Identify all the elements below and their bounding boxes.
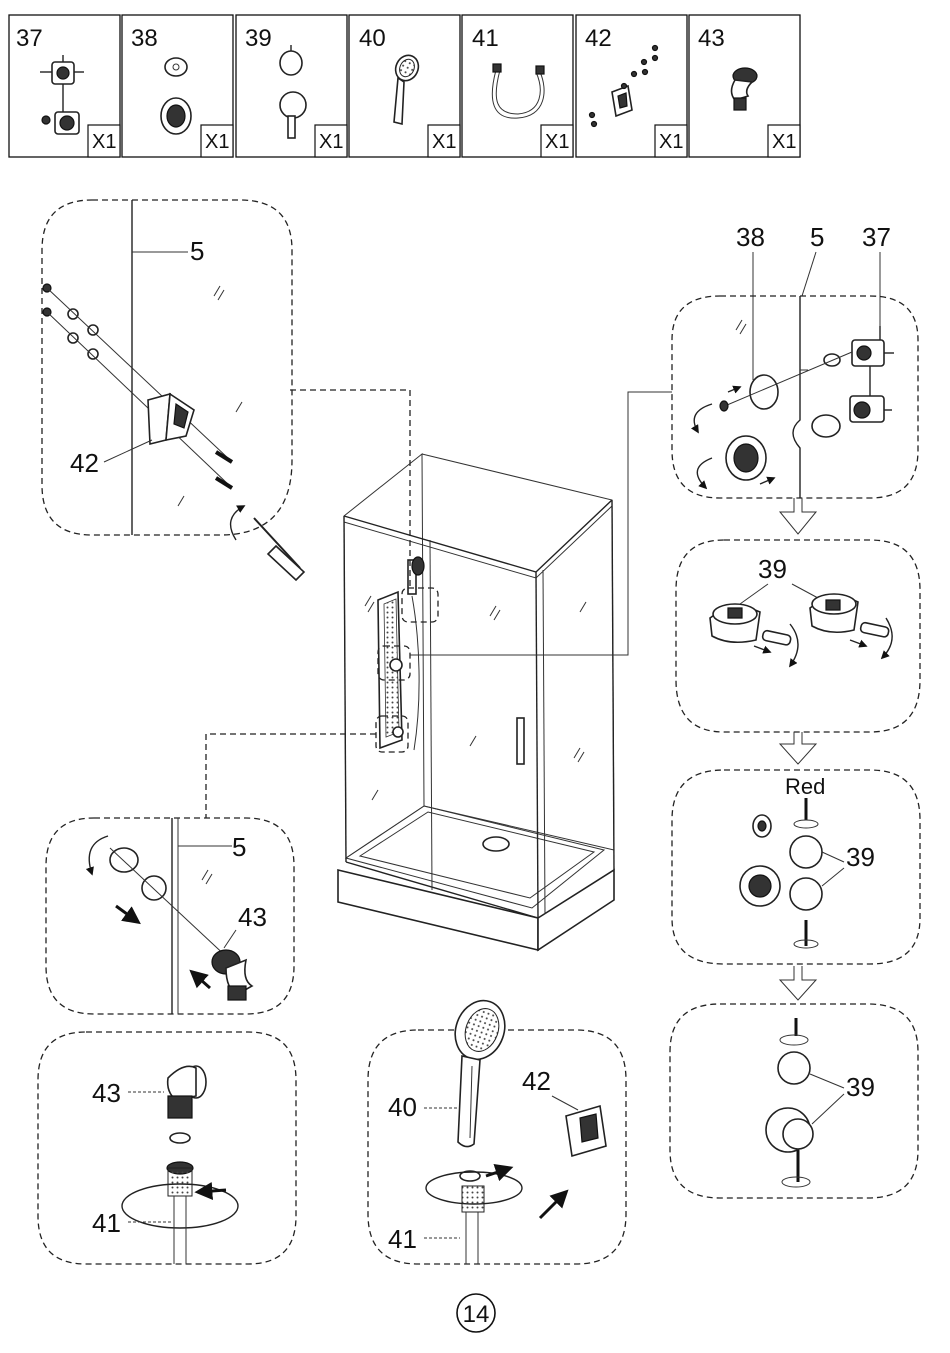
part-box-42: 42 X1 bbox=[576, 15, 687, 157]
part-qty: X1 bbox=[319, 131, 343, 153]
part-box-39: 39 X1 bbox=[236, 15, 347, 157]
part-number: 41 bbox=[472, 25, 499, 52]
leader-lines bbox=[206, 390, 672, 818]
page-number: 14 bbox=[457, 1294, 495, 1332]
part-qty: X1 bbox=[92, 131, 116, 153]
part-box-43: 43 X1 bbox=[689, 15, 800, 157]
handle-panel: 39 bbox=[676, 540, 920, 732]
down-arrow-icon bbox=[780, 498, 816, 534]
down-arrow-icon bbox=[780, 966, 816, 1000]
callout-handle: 39 bbox=[846, 842, 875, 872]
callout-valve: 37 bbox=[862, 222, 891, 252]
part-box-38: 38 X1 bbox=[122, 15, 233, 157]
red-panel: Red 39 bbox=[672, 770, 920, 964]
callout-elbow: 43 bbox=[238, 902, 267, 932]
part-box-41: 41 X1 bbox=[462, 15, 573, 157]
part-number: 40 bbox=[359, 25, 386, 52]
hose-elbow-panel: 43 41 bbox=[38, 1032, 296, 1264]
part-number: 42 bbox=[585, 25, 612, 52]
callout-handle: 39 bbox=[846, 1072, 875, 1102]
part-qty: X1 bbox=[432, 131, 456, 153]
callout-bracket: 42 bbox=[522, 1066, 551, 1096]
callout-shower: 40 bbox=[388, 1092, 417, 1122]
callout-wall: 5 bbox=[232, 832, 246, 862]
part-number: 43 bbox=[698, 25, 725, 52]
part-qty: X1 bbox=[659, 131, 683, 153]
color-label: Red bbox=[785, 774, 825, 799]
part-number: 37 bbox=[16, 25, 43, 52]
part-qty: X1 bbox=[205, 131, 229, 153]
part-qty: X1 bbox=[772, 131, 796, 153]
final-panel: 39 bbox=[670, 1004, 918, 1198]
valve-panel: 38 5 37 bbox=[672, 222, 918, 498]
page-number-text: 14 bbox=[463, 1301, 490, 1328]
down-arrow-icon bbox=[780, 732, 816, 764]
shower-cabin bbox=[338, 454, 614, 950]
callout-hose: 41 bbox=[388, 1224, 417, 1254]
part-box-40: 40 X1 bbox=[349, 15, 460, 157]
callout-handle: 39 bbox=[758, 554, 787, 584]
callout-plate: 38 bbox=[736, 222, 765, 252]
elbow-panel: 5 43 bbox=[46, 818, 294, 1014]
part-number: 38 bbox=[131, 25, 158, 52]
callout-wall: 5 bbox=[190, 236, 204, 266]
part-number: 39 bbox=[245, 25, 272, 52]
callout-elbow: 43 bbox=[92, 1078, 121, 1108]
callout-bracket: 42 bbox=[70, 448, 99, 478]
bracket-panel: 5 42 bbox=[42, 200, 304, 580]
callout-hose: 41 bbox=[92, 1208, 121, 1238]
shower-panel: 40 42 41 bbox=[368, 994, 626, 1264]
callout-wall: 5 bbox=[810, 222, 824, 252]
part-qty: X1 bbox=[545, 131, 569, 153]
parts-strip: 37 X1 38 X1 bbox=[9, 15, 800, 157]
part-box-37: 37 X1 bbox=[9, 15, 120, 157]
